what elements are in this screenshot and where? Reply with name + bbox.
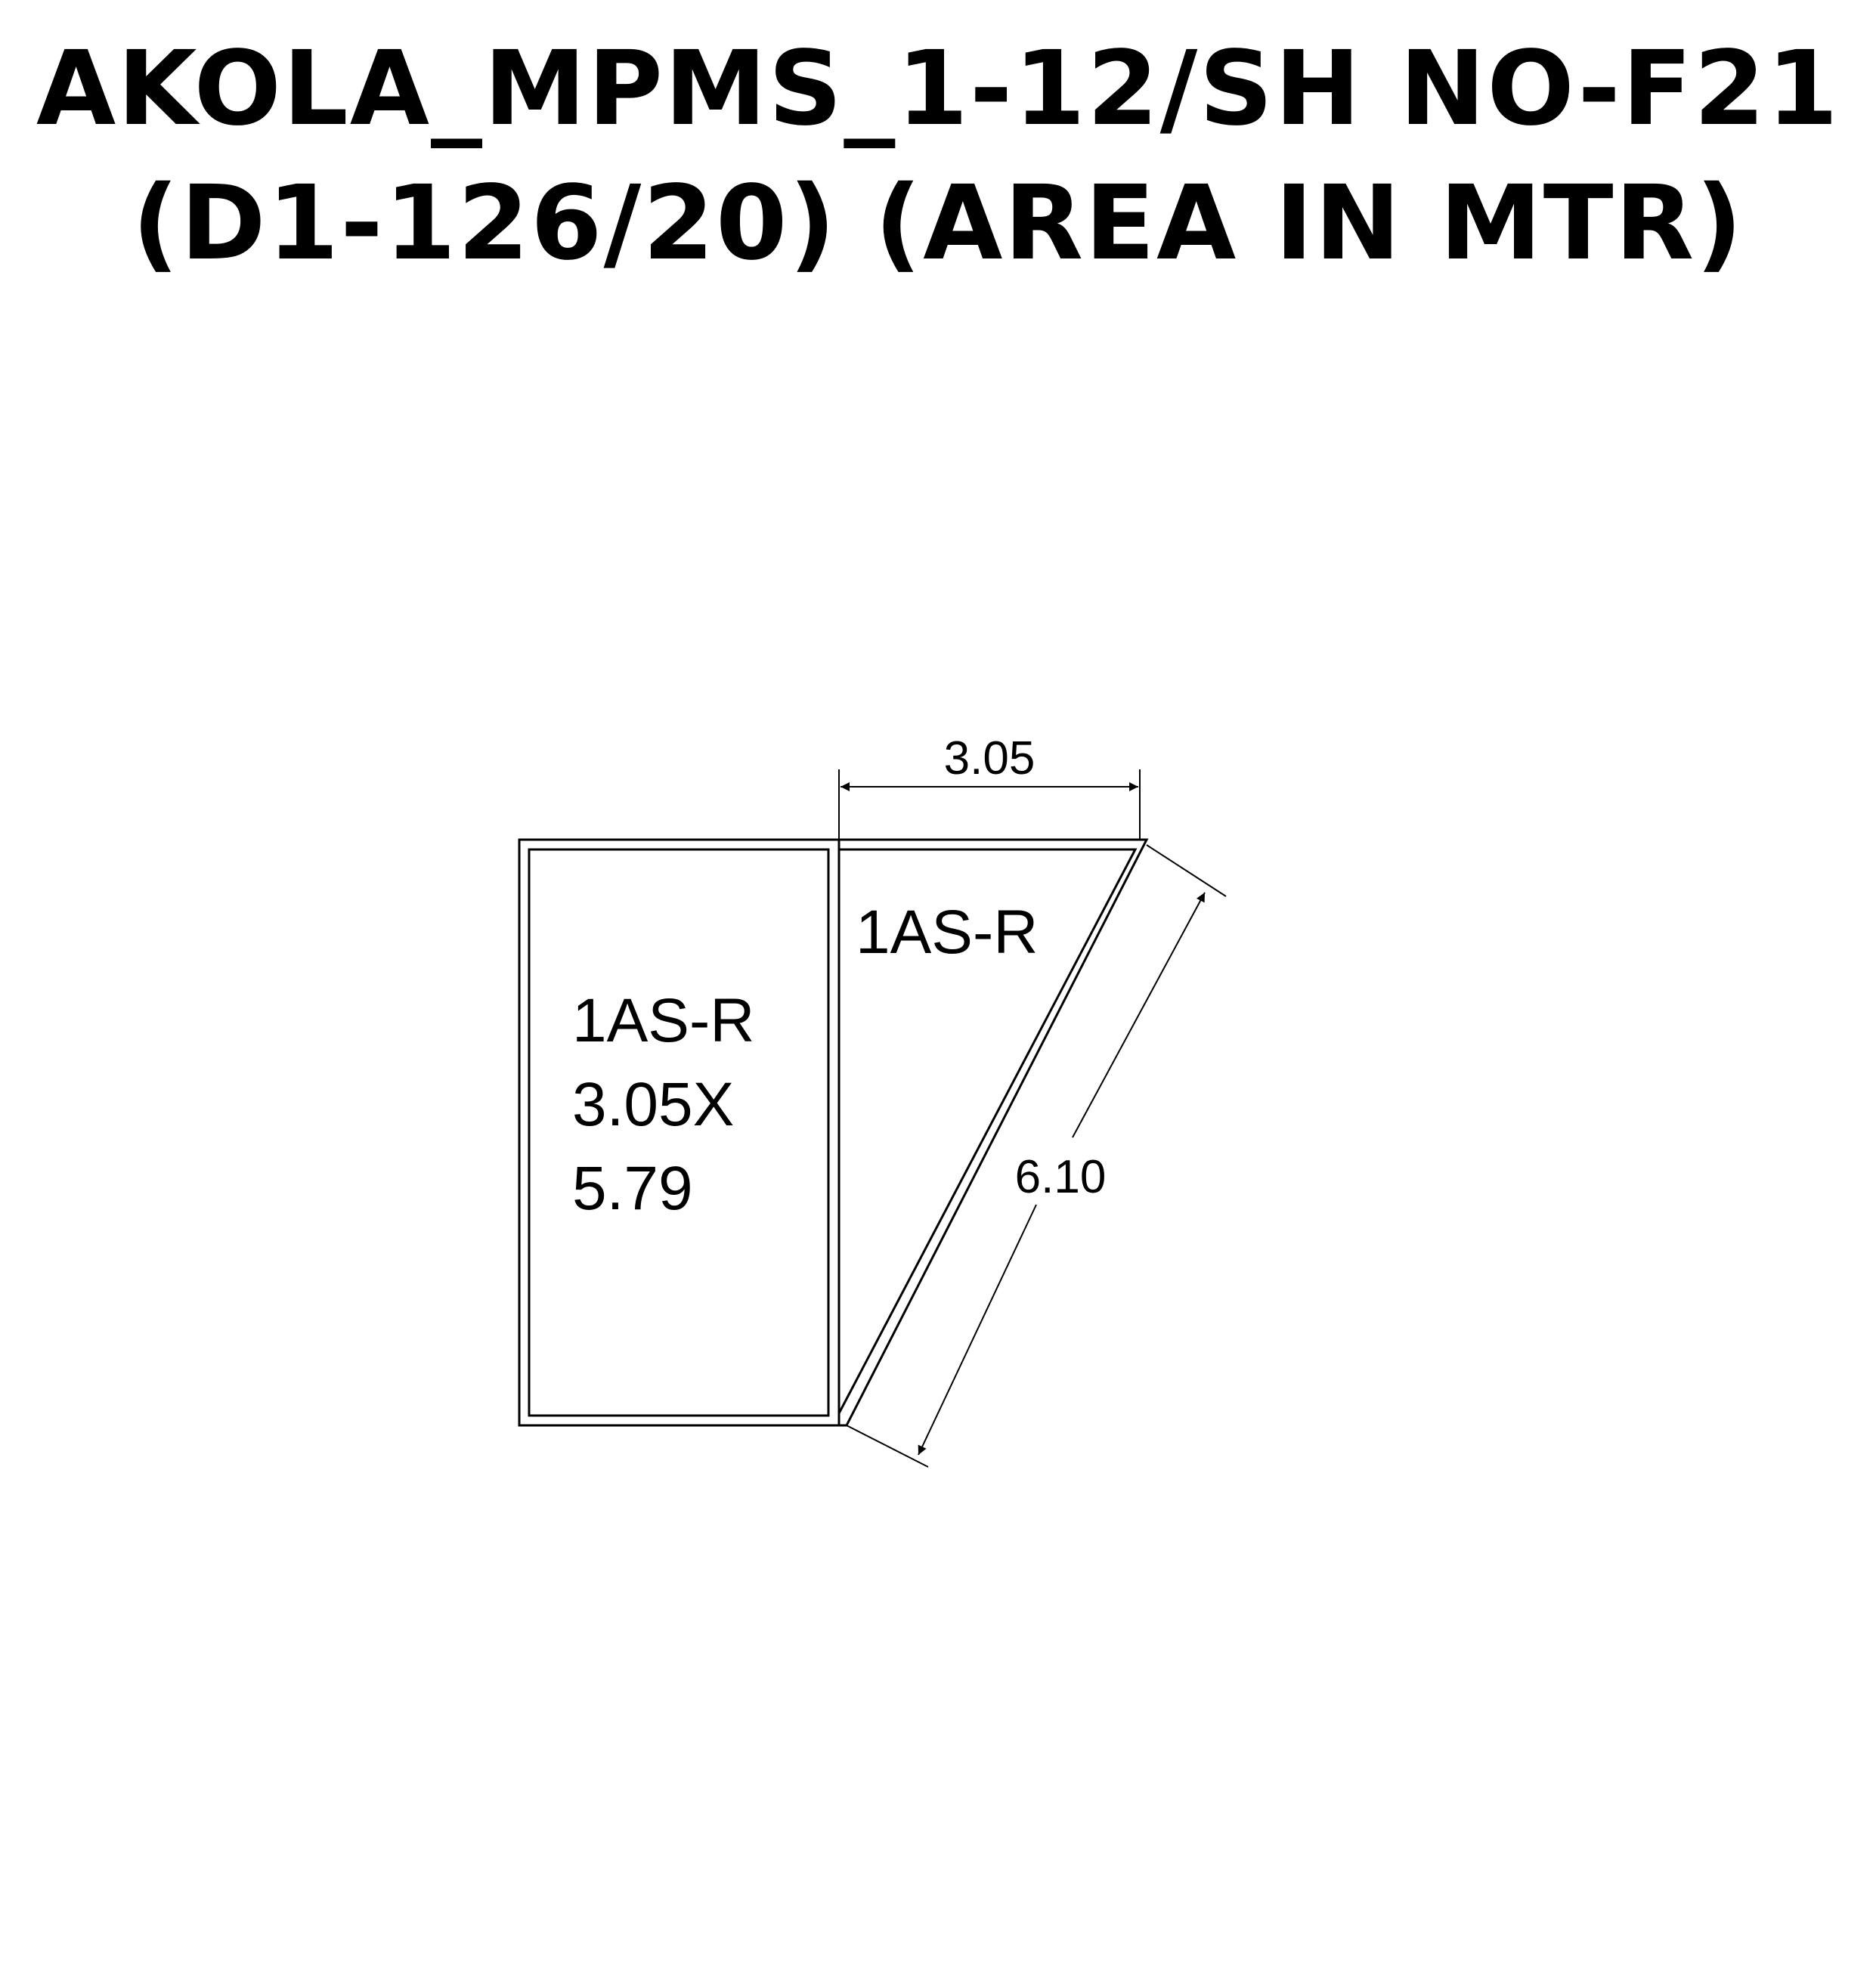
diagonal-extension-bottom bbox=[846, 1425, 929, 1468]
top-width-dimension: 3.05 bbox=[838, 732, 1141, 840]
diagonal-dimension: 6.10 bbox=[846, 844, 1227, 1468]
left-plot-dimensions-line-2: 5.79 bbox=[572, 1154, 693, 1223]
diagonal-extension-top bbox=[1146, 844, 1227, 897]
diagonal-dimension-line-upper bbox=[1072, 892, 1206, 1138]
drawing-title-line-2: (D1-126/20) (AREA IN MTR) bbox=[132, 164, 1744, 283]
top-width-label: 3.05 bbox=[944, 732, 1036, 784]
drawing-title-line-1: AKOLA_MPMS_1-12/SH NO-F21 bbox=[36, 29, 1840, 149]
left-plot-dimensions-line-1: 3.05X bbox=[572, 1070, 734, 1139]
right-plot-label: 1AS-R bbox=[856, 898, 1039, 967]
diagonal-length-label: 6.10 bbox=[1015, 1151, 1107, 1203]
left-plot-label: 1AS-R bbox=[572, 986, 755, 1055]
right-plot-inner-border bbox=[837, 848, 1138, 1414]
left-plot-inner-border bbox=[528, 848, 830, 1417]
diagonal-dimension-line-lower bbox=[918, 1204, 1037, 1456]
